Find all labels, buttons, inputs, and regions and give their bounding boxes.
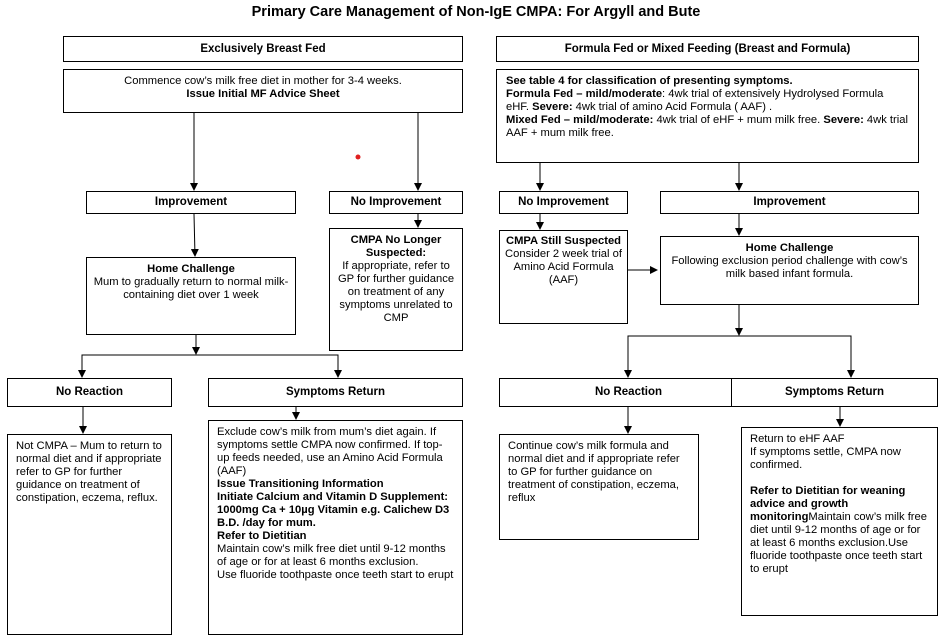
dietitian-maintain-text: Refer to Dietitian for weaning advice an… <box>750 485 927 575</box>
cmpa-confirmed-text: If symptoms settle, CMPA now confirmed. <box>750 446 901 471</box>
fluoride-text: Use fluoride toothpaste once teeth start… <box>217 569 454 581</box>
commence-text: Commence cow’s milk free diet in mother … <box>124 75 402 87</box>
home-challenge-right-title: Home Challenge <box>745 242 834 254</box>
issue-advice-sheet-text: Issue Initial MF Advice Sheet <box>186 88 340 100</box>
commence-diet-box: Commence cow’s milk free diet in mother … <box>63 69 463 113</box>
split-line-right <box>627 335 852 377</box>
red-dot-marker <box>355 154 361 160</box>
no-reaction-box-left: No Reaction <box>7 378 172 407</box>
cmpa-still-title: CMPA Still Suspected <box>506 235 621 247</box>
cmpa-no-longer-title: CMPA No Longer Suspected: <box>350 234 442 259</box>
no-improvement-box-left: No Improvement <box>329 191 463 214</box>
see-table-text: See table 4 for classification of presen… <box>506 75 793 87</box>
home-challenge-body: Mum to gradually return to normal milk-c… <box>93 276 289 301</box>
cmpa-still-suspected-box: CMPA Still Suspected Consider 2 week tri… <box>499 230 628 324</box>
improvement-box-left: Improvement <box>86 191 296 214</box>
return-ehf-text: Return to eHF AAF <box>750 433 845 445</box>
home-challenge-right-body: Following exclusion period challenge wit… <box>671 255 908 280</box>
formula-fed-text: Formula Fed – mild/moderate: 4wk trial o… <box>506 88 884 113</box>
classification-box: See table 4 for classification of presen… <box>496 69 919 163</box>
refer-dietitian-text: Refer to Dietitian <box>217 530 307 542</box>
split-line-left <box>81 354 339 377</box>
calcium-vitamin-d-text: Initiate Calcium and Vitamin D Supplemen… <box>217 491 450 529</box>
symptoms-return-box-left: Symptoms Return <box>208 378 463 407</box>
symptoms-return-detail-left: Exclude cow’s milk from mum’s diet again… <box>208 420 463 635</box>
header-formula-mixed-feeding: Formula Fed or Mixed Feeding (Breast and… <box>496 36 919 62</box>
arrow-improvement-to-home-challenge <box>190 213 199 257</box>
home-challenge-box-left: Home Challenge Mum to gradually return t… <box>86 257 296 335</box>
home-challenge-title: Home Challenge <box>147 263 235 275</box>
home-challenge-box-right: Home Challenge Following exclusion perio… <box>660 236 919 305</box>
cmpa-no-longer-body: If appropriate, refer to GP for further … <box>337 260 455 324</box>
exclude-cows-milk-text: Exclude cow’s milk from mum’s diet again… <box>217 426 443 477</box>
header-exclusively-breast-fed: Exclusively Breast Fed <box>63 36 463 62</box>
no-improvement-box-right: No Improvement <box>499 191 628 214</box>
not-cmpa-text: Not CMPA – Mum to return to normal diet … <box>16 440 162 504</box>
no-reaction-box-right: No Reaction <box>499 378 758 407</box>
cmpa-no-longer-suspected-box: CMPA No Longer Suspected: If appropriate… <box>329 228 463 351</box>
continue-formula-box: Continue cow’s milk formula and normal d… <box>499 434 699 540</box>
page-title: Primary Care Management of Non-IgE CMPA:… <box>251 4 701 20</box>
improvement-box-right: Improvement <box>660 191 919 214</box>
symptoms-return-box-right: Symptoms Return <box>731 378 938 407</box>
symptoms-return-detail-right: Return to eHF AAF If symptoms settle, CM… <box>741 427 938 616</box>
transitioning-info-text: Issue Transitioning Information <box>217 478 384 490</box>
mixed-fed-text: Mixed Fed – mild/moderate: 4wk trial of … <box>506 114 908 139</box>
maintain-diet-text: Maintain cow’s milk free diet until 9-12… <box>217 543 446 568</box>
not-cmpa-box: Not CMPA – Mum to return to normal diet … <box>7 434 172 635</box>
cmpa-still-body: Consider 2 week trial of Amino Acid Form… <box>505 248 622 286</box>
continue-formula-text: Continue cow’s milk formula and normal d… <box>508 440 680 504</box>
